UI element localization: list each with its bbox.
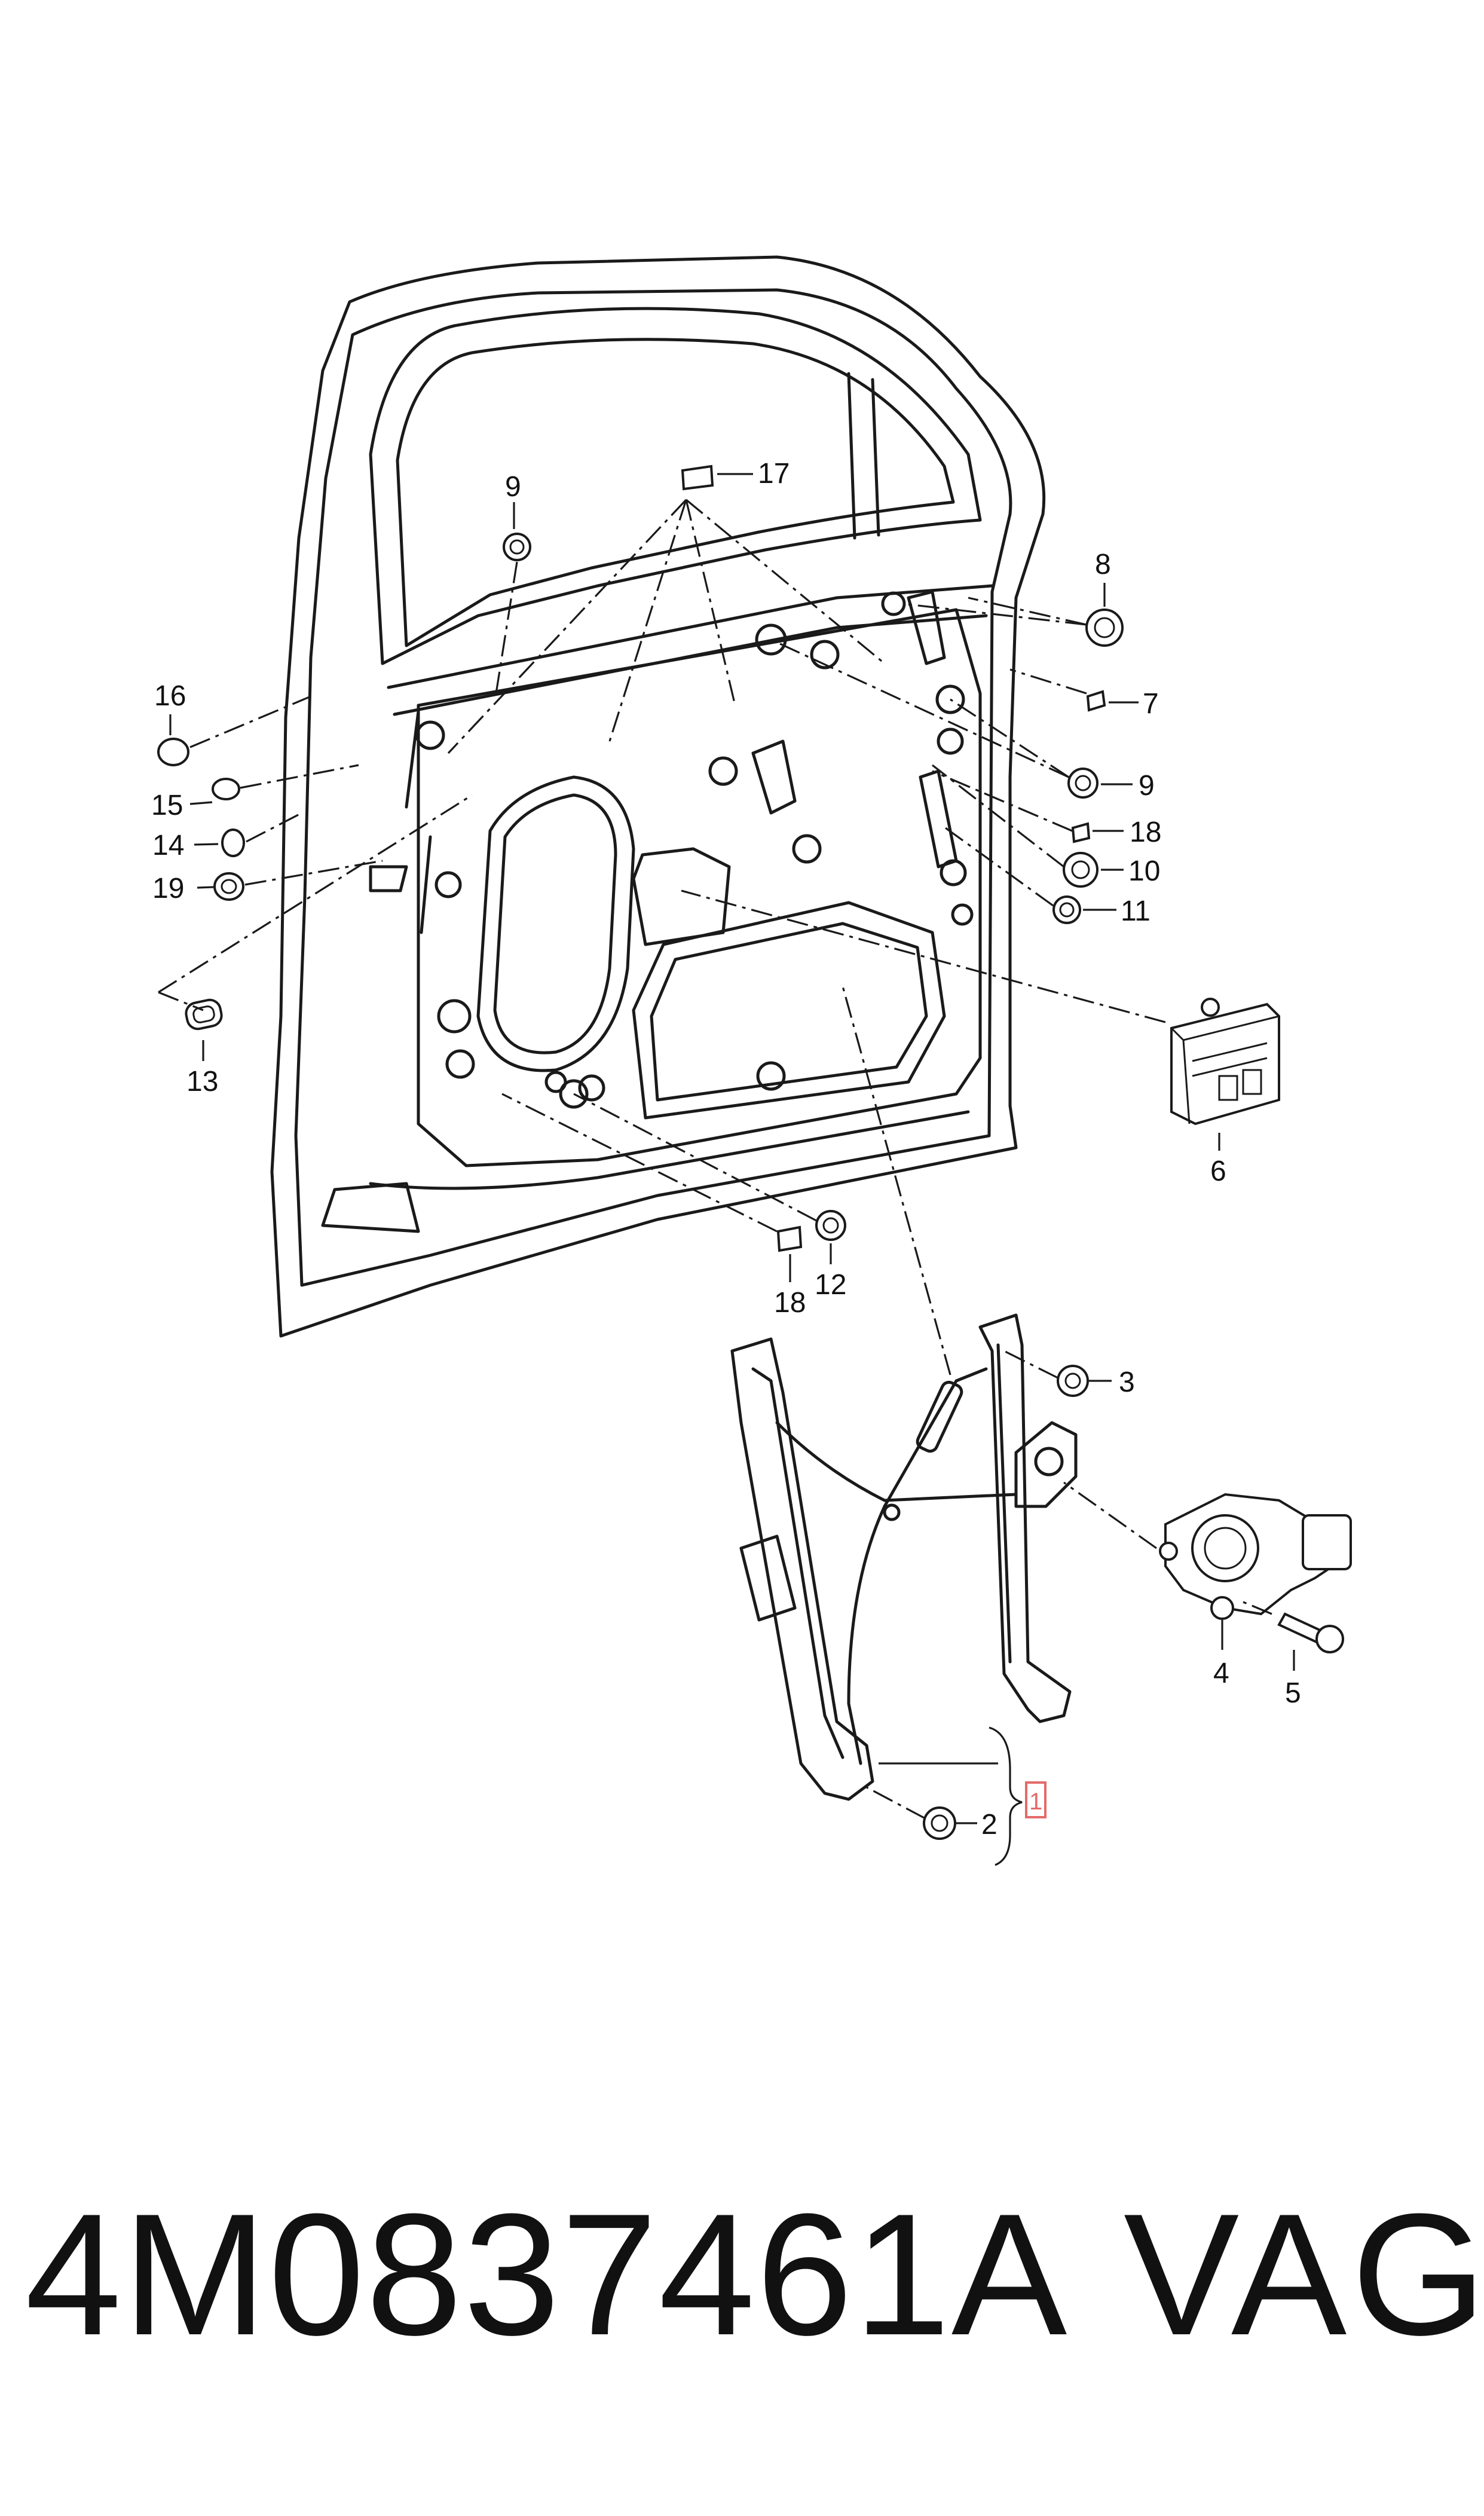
nut-3 xyxy=(1057,1365,1089,1397)
plug-10 xyxy=(1063,852,1099,888)
nut-2 xyxy=(923,1806,956,1840)
brand-name: VAG xyxy=(1124,2178,1484,2371)
plug-19 xyxy=(213,872,244,901)
plug-9-right xyxy=(1067,768,1099,799)
callout-17: 17 xyxy=(758,458,790,490)
callout-18-bottom: 18 xyxy=(774,1287,806,1319)
window-regulator-assembly xyxy=(730,1313,1078,1801)
clip-7 xyxy=(1086,690,1106,712)
window-motor xyxy=(1159,1493,1353,1620)
plug-13 xyxy=(185,998,223,1031)
tape-18-right xyxy=(1071,822,1091,843)
callout-4: 4 xyxy=(1213,1658,1229,1689)
callout-19: 19 xyxy=(152,873,184,904)
label-leaders xyxy=(169,473,1295,1866)
callout-labels: 1 2 3 4 5 6 7 8 9 9 10 11 12 13 14 15 16… xyxy=(151,458,1301,1841)
plug-11 xyxy=(1052,895,1081,924)
callout-5: 5 xyxy=(1285,1677,1301,1709)
callout-9-right: 9 xyxy=(1139,770,1155,802)
callout-10: 10 xyxy=(1128,855,1160,887)
callout-16: 16 xyxy=(154,680,186,712)
callout-7: 7 xyxy=(1143,688,1159,720)
fastener-parts xyxy=(157,464,1344,1840)
screw-5 xyxy=(1277,1612,1344,1653)
plug-12 xyxy=(815,1210,846,1241)
callout-2: 2 xyxy=(981,1809,998,1841)
plug-9-top xyxy=(503,533,531,561)
callout-15: 15 xyxy=(151,790,183,821)
plug-15 xyxy=(212,778,240,800)
callout-18-right: 18 xyxy=(1130,817,1161,848)
plug-16 xyxy=(157,738,189,766)
callout-6: 6 xyxy=(1210,1155,1226,1187)
callout-8: 8 xyxy=(1095,549,1111,580)
callout-11: 11 xyxy=(1121,895,1151,927)
callout-9-top: 9 xyxy=(505,471,521,503)
plug-14 xyxy=(221,829,245,857)
callout-1: 1 xyxy=(1029,1789,1042,1815)
dashed-leader-lines xyxy=(158,499,1272,1820)
callout-12: 12 xyxy=(815,1269,846,1301)
door-shell xyxy=(270,255,1046,1338)
part-number: 4M0837461A xyxy=(25,2178,1069,2371)
highlight-box-1 xyxy=(1025,1781,1047,1818)
grommet-8 xyxy=(1085,609,1124,647)
door-control-unit xyxy=(1170,998,1280,1126)
callout-14: 14 xyxy=(152,830,184,861)
tape-17 xyxy=(681,464,714,491)
callout-13: 13 xyxy=(186,1066,218,1097)
callout-3: 3 xyxy=(1119,1366,1135,1398)
tape-18-bottom xyxy=(776,1225,803,1252)
